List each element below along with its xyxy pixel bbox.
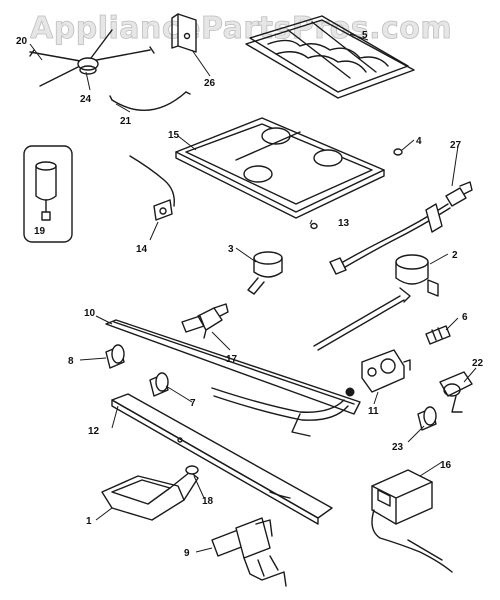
part-10-burner-rail[interactable] xyxy=(105,319,361,437)
watermark-text: AppliancePartsPros.com xyxy=(30,11,452,46)
callout-7: 7 xyxy=(190,398,196,409)
callout-11: 11 xyxy=(368,406,379,417)
part-22-control-valve[interactable] xyxy=(439,371,473,413)
part-6-orifice-fitting[interactable] xyxy=(425,325,451,345)
part-3-burner-head[interactable] xyxy=(247,251,283,295)
part-20-burner-spider[interactable] xyxy=(29,29,155,87)
callout-12: 12 xyxy=(88,426,100,437)
part-15-cooktop-panel[interactable] xyxy=(175,117,385,219)
part-5-cooktop-grate[interactable] xyxy=(245,15,415,99)
callout-4: 4 xyxy=(416,136,422,147)
part-11-regulator[interactable] xyxy=(361,349,411,393)
callout-24: 24 xyxy=(80,94,92,105)
part-7-knob[interactable] xyxy=(149,372,169,397)
callout-8: 8 xyxy=(68,356,74,367)
leader-lines xyxy=(29,33,477,553)
part-23-knob[interactable] xyxy=(417,406,437,431)
callout-6: 6 xyxy=(462,312,468,323)
part-9-valve-assembly[interactable] xyxy=(211,517,287,587)
callout-10: 10 xyxy=(84,308,96,319)
callout-3: 3 xyxy=(228,244,234,255)
callout-5: 5 xyxy=(362,30,368,41)
callout-1: 1 xyxy=(86,516,92,527)
part-14-igniter[interactable] xyxy=(129,155,175,221)
callout-2: 2 xyxy=(452,250,458,261)
callout-26: 26 xyxy=(204,78,216,89)
part-1-burner-pan[interactable] xyxy=(101,465,199,521)
part-17-valve-fitting[interactable] xyxy=(181,303,229,339)
callout-21: 21 xyxy=(120,116,132,127)
part-12-manifold-panel[interactable] xyxy=(111,393,333,525)
callout-20: 20 xyxy=(16,36,28,47)
callout-13: 13 xyxy=(338,218,350,229)
part-13-screw[interactable] xyxy=(310,222,318,230)
callout-27: 27 xyxy=(450,140,462,151)
callout-18: 18 xyxy=(202,496,214,507)
part-21-wire-clip[interactable] xyxy=(109,91,191,111)
callout-14: 14 xyxy=(136,244,148,255)
part-8-knob[interactable] xyxy=(105,344,125,369)
part-19-inset-box[interactable] xyxy=(23,145,73,243)
part-2-burner-head[interactable] xyxy=(313,254,439,351)
callout-17: 17 xyxy=(226,354,238,365)
callout-labels: 20 24 26 5 21 15 4 27 13 14 3 2 19 6 10 … xyxy=(16,30,484,559)
callout-22: 22 xyxy=(472,358,484,369)
callout-9: 9 xyxy=(184,548,190,559)
callout-23: 23 xyxy=(392,442,404,453)
callout-16: 16 xyxy=(440,460,452,471)
part-16-thermostat[interactable] xyxy=(371,469,453,573)
part-26-bracket[interactable] xyxy=(171,13,197,53)
callout-19: 19 xyxy=(34,226,46,237)
part-27-manifold-tube[interactable] xyxy=(329,181,473,275)
part-4-nut[interactable] xyxy=(393,148,403,156)
callout-15: 15 xyxy=(168,130,180,141)
